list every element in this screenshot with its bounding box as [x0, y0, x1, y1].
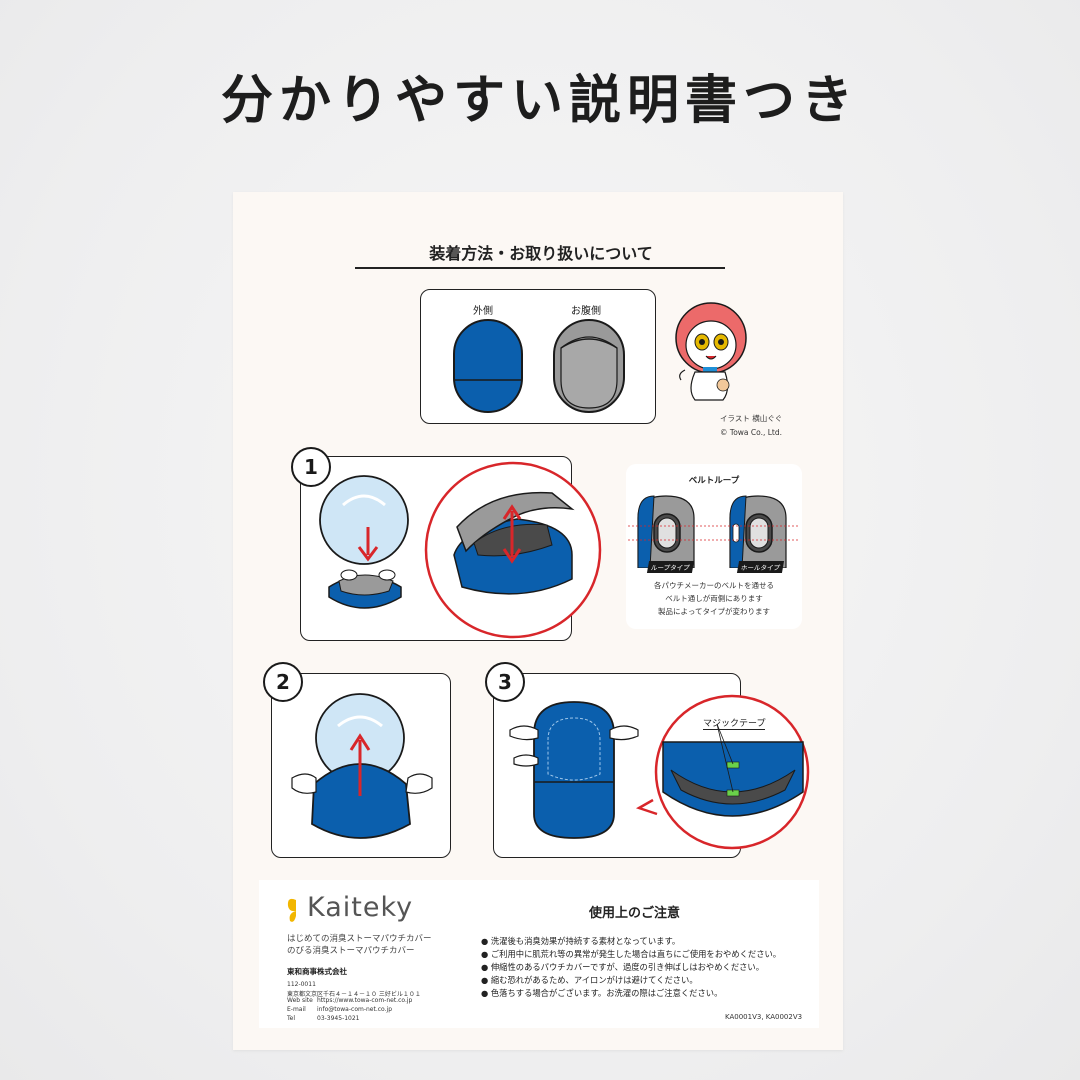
email-label: E-mail: [287, 1006, 306, 1013]
belt-loop-box: ベルトループ ループタイプ ホールタイプ 各パウチメーカーのベルトを通せる ベル…: [626, 464, 802, 629]
step-1-number: 1: [304, 455, 318, 479]
step-1-zoom-callout: [424, 461, 602, 639]
mascot-credit-copyright: © Towa Co., Ltd.: [720, 428, 783, 437]
outer-side-label: 外側: [473, 306, 493, 317]
website-label: Web site: [287, 997, 313, 1004]
company-name: 東和商事株式会社: [287, 967, 347, 976]
address: 東京都文京区千石４－１４－１０ 三好ビル１０１: [287, 991, 421, 998]
step-2-box: [271, 673, 451, 858]
sheet-title: 装着方法・お取り扱いについて: [429, 244, 653, 263]
belt-note-3: 製品によってタイプが変わります: [658, 607, 770, 616]
mascot-credit-illustrator: イラスト 横山ぐぐ: [720, 414, 783, 423]
page-headline: 分かりやすい説明書つき: [220, 71, 859, 131]
caution-item: ● 洗濯後も消臭効果が持続する素材となっています。: [481, 936, 681, 946]
sheet-footer: Kaiteky はじめての消臭ストーマパウチカバー のびる消臭ストーマパウチカバ…: [259, 880, 819, 1028]
step-2-illustration: [291, 693, 433, 839]
hole-type-label: ホールタイプ: [736, 561, 785, 573]
brand-name: Kaiteky: [307, 892, 414, 923]
step-1-badge: 1: [291, 447, 331, 487]
step-2-number: 2: [276, 670, 290, 694]
caution-item: ● 伸縮性のあるパウチカバーですが、過度の引き伸ばしはおやめください。: [481, 962, 765, 972]
postal-code: 112-0011: [287, 981, 316, 988]
butterfly-logo-icon: [287, 898, 296, 922]
step-1-illustration: [319, 475, 409, 609]
velcro-label: マジックテープ: [703, 716, 766, 730]
title-underline: [355, 267, 725, 269]
instruction-sheet: 装着方法・お取り扱いについて 外側 お腹側 イラスト 横山ぐぐ © Towa C…: [233, 192, 843, 1050]
inner-side-label: お腹側: [571, 306, 601, 317]
loop-type-label: ループタイプ: [646, 561, 694, 573]
caution-title: 使用上のご注意: [589, 906, 681, 921]
product-codes: KA0001V3, KA0002V3: [725, 1013, 803, 1021]
belt-loop-illustration: [628, 495, 800, 568]
step-3-illustration: [509, 701, 639, 839]
belt-note-1: 各パウチメーカーのベルトを通せる: [654, 581, 774, 590]
product-name-1: はじめての消臭ストーマパウチカバー: [287, 934, 432, 944]
tel-label: Tel: [287, 1015, 296, 1022]
step-3-badge: 3: [485, 662, 525, 702]
sides-box: 外側 お腹側: [420, 289, 656, 424]
product-name-2: のびる消臭ストーマパウチカバー: [287, 946, 415, 956]
belt-loop-title: ベルトループ: [688, 476, 740, 486]
step-2-badge: 2: [263, 662, 303, 702]
step-3-zoom-callout: [635, 694, 810, 850]
caution-item: ● ご利用中に肌荒れ等の異常が発生した場合は直ちにご使用をおやめください。: [481, 949, 782, 959]
email-address[interactable]: info@towa-com-net.co.jp: [317, 1006, 393, 1013]
caution-item: ● 縮む恐れがあるため、アイロンがけは避けてください。: [481, 975, 698, 985]
step-3-number: 3: [498, 670, 512, 694]
website-url[interactable]: https://www.towa-com-net.co.jp: [317, 997, 413, 1004]
pouch-cover-illustration: [453, 319, 625, 413]
tel-number: 03-3945-1021: [317, 1015, 360, 1022]
mascot-illustration: [675, 302, 747, 401]
belt-note-2: ベルト通しが両側にあります: [665, 594, 763, 603]
caution-item: ● 色落ちする場合がございます。お洗濯の際はご注意ください。: [481, 988, 723, 998]
